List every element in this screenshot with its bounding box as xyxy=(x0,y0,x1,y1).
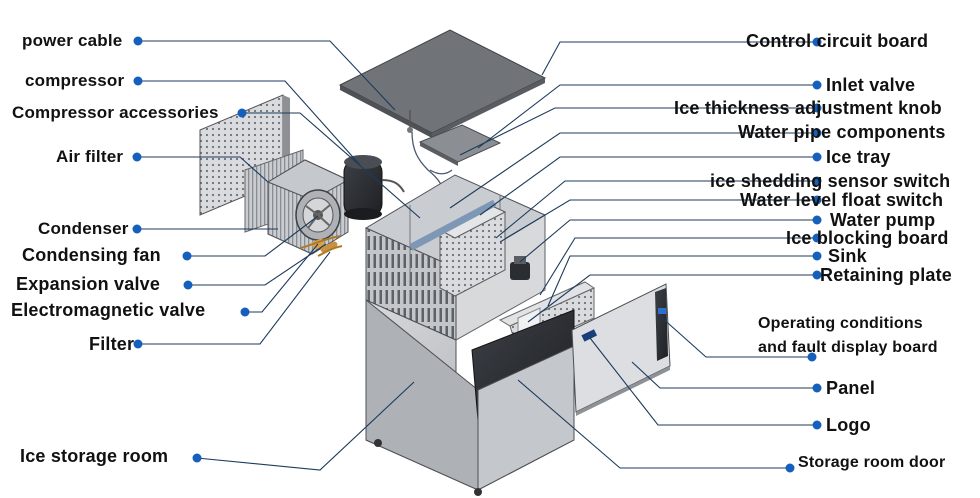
label-electromagnetic-valve: Electromagnetic valve xyxy=(11,300,206,320)
label-storage-room-door: Storage room door xyxy=(798,454,946,471)
label-ice-thickness-adjustment-knob: Ice thickness adjustment knob xyxy=(674,98,942,118)
label-water-pump: Water pump xyxy=(830,210,936,230)
label-panel: Panel xyxy=(826,378,876,398)
label-ice-storage-room: Ice storage room xyxy=(20,446,169,466)
label-compressor-accessories: Compressor accessories xyxy=(12,103,219,122)
label-air-filter: Air filter xyxy=(56,147,124,166)
label-retaining-plate: Retaining plate xyxy=(820,265,953,285)
label-condenser: Condenser xyxy=(38,219,129,238)
label-condensing-fan: Condensing fan xyxy=(22,245,161,265)
label-filter: Filter xyxy=(89,334,135,354)
label-water-pipe-components: Water pipe components xyxy=(738,122,946,142)
label-compressor: compressor xyxy=(25,71,125,90)
front-panel xyxy=(571,283,671,416)
label-expansion-valve: Expansion valve xyxy=(16,274,161,294)
label-sink: Sink xyxy=(828,246,867,266)
label-water-level-float-switch: Water level float switch xyxy=(740,190,944,210)
label-inlet-valve: Inlet valve xyxy=(826,75,916,95)
water-pipe xyxy=(409,199,497,251)
label-logo: Logo xyxy=(826,415,871,435)
water-pump xyxy=(510,256,530,280)
control-circuit-board-cover xyxy=(338,29,547,138)
ice-storage-bin xyxy=(365,298,575,496)
label-ice-tray: Ice tray xyxy=(826,147,891,167)
label-dots xyxy=(132,36,822,473)
label-ice-shedding-sensor-switch: ice shedding sensor switch xyxy=(710,171,951,191)
circuit-board xyxy=(418,124,502,166)
compressor-body xyxy=(343,155,405,220)
label-power-cable: power cable xyxy=(22,31,123,50)
label-control-circuit-board: Control circuit board xyxy=(746,31,929,51)
leader-lines xyxy=(137,40,817,471)
label-ice-blocking-board: Ice blocking board xyxy=(786,228,949,248)
label-operating-conditions: Operating conditions xyxy=(758,315,923,332)
label-fault-display-board: and fault display board xyxy=(758,339,938,356)
